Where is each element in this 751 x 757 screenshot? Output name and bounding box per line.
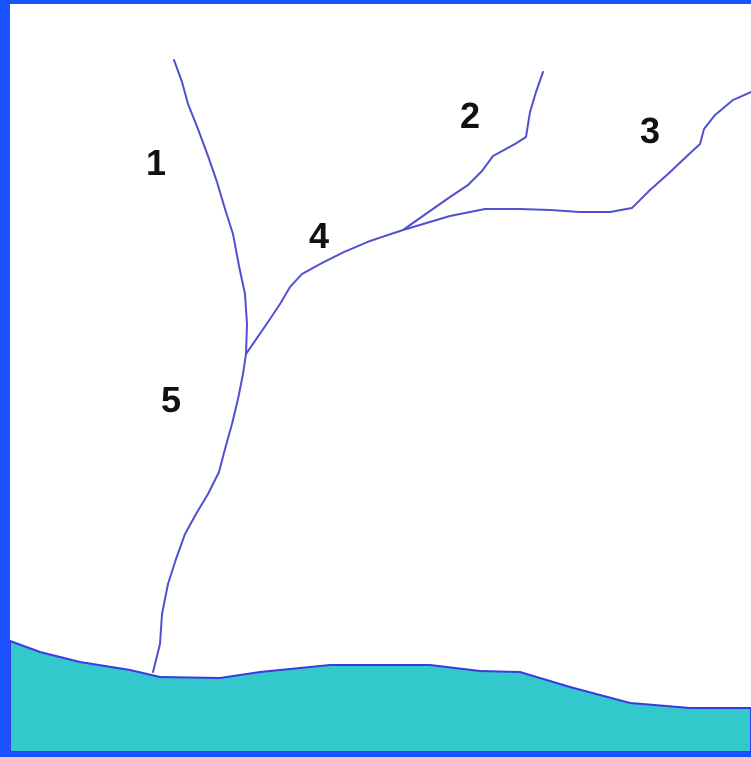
segment-label-2: 2 bbox=[460, 95, 480, 136]
stream-network-svg: 1 2 3 4 5 bbox=[10, 4, 751, 752]
stream-segment-1 bbox=[174, 60, 247, 354]
water-body bbox=[10, 641, 751, 752]
segment-label-4: 4 bbox=[309, 215, 329, 256]
segment-label-3: 3 bbox=[640, 110, 660, 151]
segment-label-5: 5 bbox=[161, 379, 181, 420]
segment-label-1: 1 bbox=[146, 142, 166, 183]
stream-segment-3 bbox=[403, 92, 751, 230]
